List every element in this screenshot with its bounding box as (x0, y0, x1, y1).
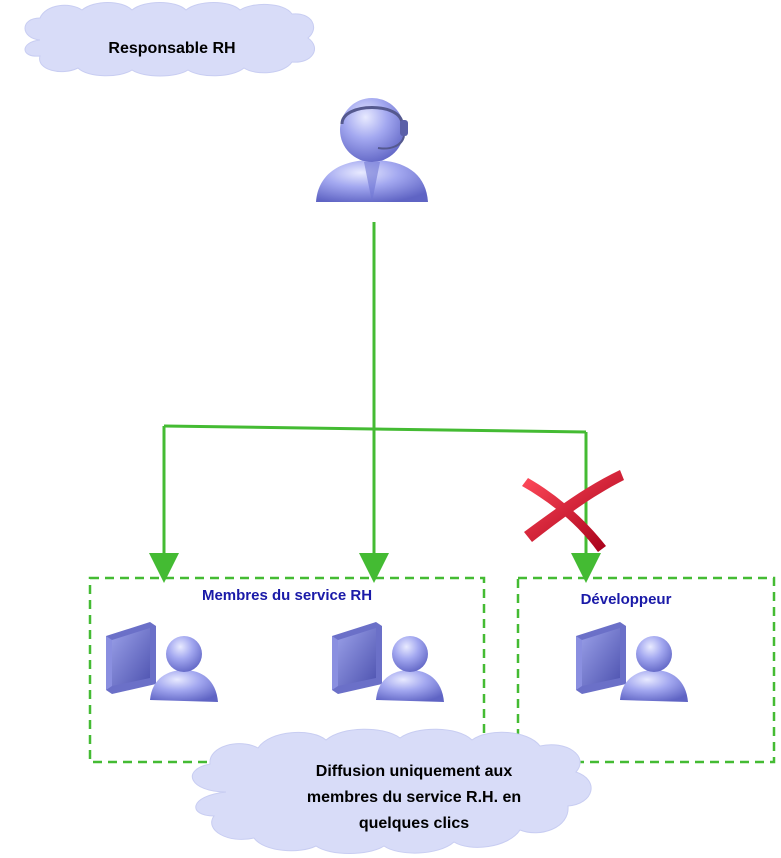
group-developer-title: Développeur (581, 591, 672, 608)
cloud-responsable-rh-label: Responsable RH (108, 40, 235, 57)
connector-branch (163, 424, 587, 434)
cloud-responsable-rh: Responsable RH (24, 2, 315, 77)
person-headset-icon (316, 98, 428, 202)
cloud-diffusion-line-1: Diffusion uniquement aux (316, 763, 513, 780)
cloud-diffusion: Diffusion uniquement aux membres du serv… (191, 728, 592, 854)
cloud-diffusion-line-2: membres du service R.H. en (307, 789, 521, 806)
user-computer-icon (576, 622, 688, 702)
red-cross-icon (522, 470, 624, 552)
connectors (149, 222, 601, 583)
group-hr-members: Membres du service RH (88, 576, 486, 764)
group-developer: Développeur (516, 576, 776, 764)
group-hr-title: Membres du service RH (202, 587, 372, 604)
user-computer-icon (332, 622, 444, 702)
user-computer-icon (106, 622, 218, 702)
cloud-diffusion-line-3: quelques clics (359, 815, 469, 832)
